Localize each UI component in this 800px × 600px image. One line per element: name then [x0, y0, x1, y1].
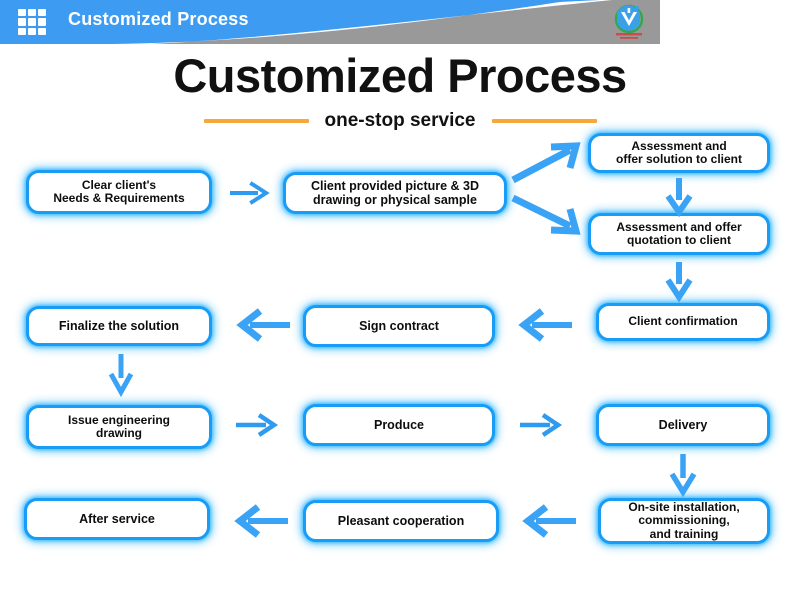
arrow-down-a8	[106, 352, 136, 398]
arrow-left-a6	[512, 308, 580, 342]
arrow-down-a4	[664, 176, 694, 218]
arrow-down-right-a3	[510, 190, 588, 236]
arrow-down-a5	[664, 260, 694, 303]
company-logo-icon	[614, 4, 644, 39]
subtitle-text: one-stop service	[324, 110, 476, 131]
flow-box-delivery[interactable]: Delivery	[596, 404, 770, 446]
arrow-left-a7	[230, 308, 298, 342]
flow-box-client-confirmation[interactable]: Client confirmation	[596, 303, 770, 341]
grid-apps-icon[interactable]	[18, 9, 46, 35]
arrow-right-a10	[516, 410, 576, 440]
subtitle-rule-left	[203, 119, 309, 123]
page-title: Customized Process	[173, 49, 627, 102]
flow-box-finalize-solution[interactable]: Finalize the solution	[26, 306, 212, 346]
subtitle-row: one-stop service	[0, 110, 800, 132]
header-gray-swoosh	[96, 0, 660, 44]
arrow-right-a1	[228, 180, 276, 206]
flow-box-sign-contract[interactable]: Sign contract	[303, 305, 495, 347]
app-header: Customized Process	[0, 0, 660, 44]
arrow-left-a13	[228, 504, 296, 538]
flow-box-after-service[interactable]: After service	[24, 498, 210, 540]
subtitle-rule-right	[491, 119, 597, 123]
header-title: Customized Process	[68, 9, 249, 29]
arrow-right-a9	[232, 410, 292, 440]
flow-box-pleasant-coop[interactable]: Pleasant cooperation	[303, 500, 499, 542]
arrow-left-a12	[516, 504, 584, 538]
arrow-up-right-a2	[510, 140, 588, 186]
flow-box-produce[interactable]: Produce	[303, 404, 495, 446]
arrow-down-a11	[668, 452, 698, 498]
flow-box-onsite-install[interactable]: On-site installation,commissioning,and t…	[598, 498, 770, 544]
